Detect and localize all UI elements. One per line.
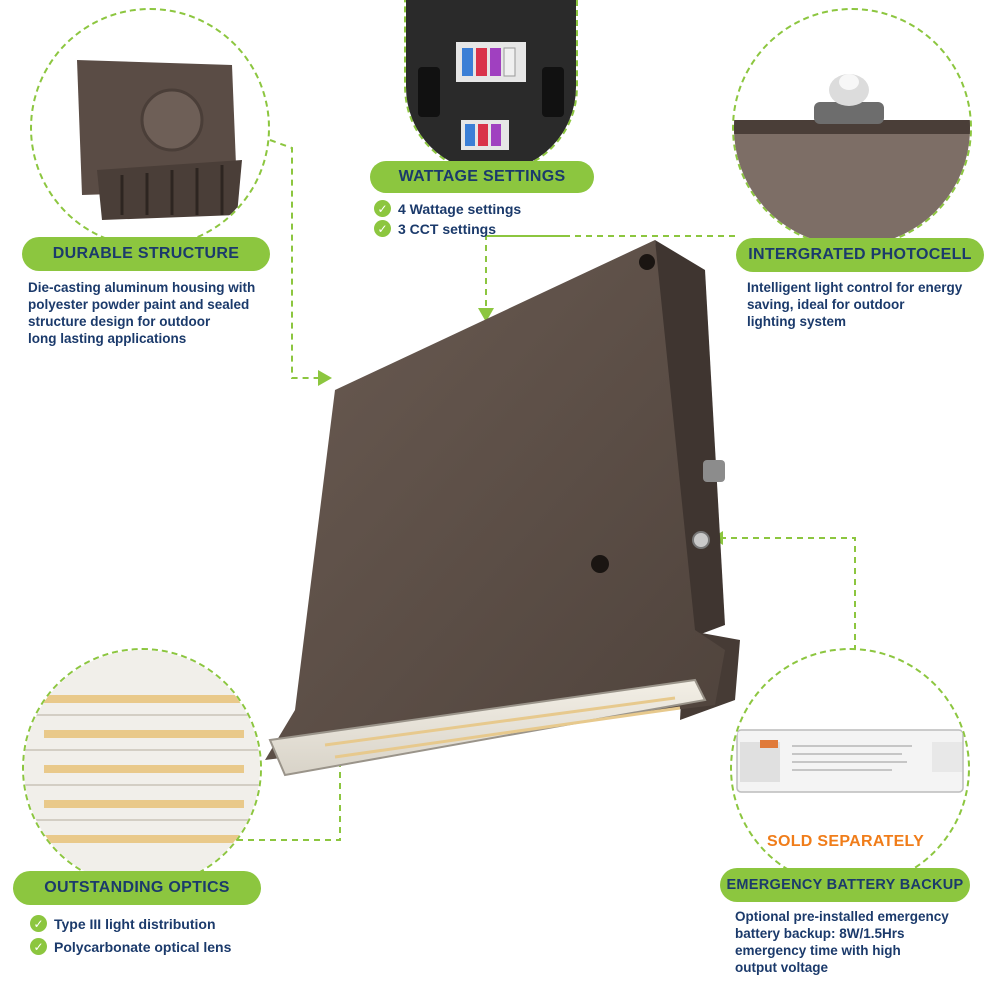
sold-separately-badge: SOLD SEPARATELY	[767, 833, 925, 850]
arrow-icon	[478, 308, 494, 322]
battery-description: Optional pre-installed emergency battery…	[735, 909, 949, 975]
wattage-item: ✓ 4 Wattage settings	[374, 200, 521, 217]
wattage-item: ✓ 3 CCT settings	[374, 220, 496, 237]
wall-pack-housing-image	[265, 240, 740, 777]
battery-title: EMERGENCY BATTERY BACKUP	[720, 868, 970, 902]
check-icon: ✓	[374, 220, 391, 237]
arrow-icon	[318, 370, 332, 386]
check-icon: ✓	[30, 915, 47, 932]
wattage-settings-image	[404, 0, 578, 174]
check-icon: ✓	[30, 938, 47, 955]
optics-item: ✓ Polycarbonate optical lens	[30, 938, 231, 955]
connector-battery	[720, 537, 856, 668]
check-icon: ✓	[374, 200, 391, 217]
durable-structure-title: DURABLE STRUCTURE	[22, 237, 270, 271]
connector-wattage	[485, 235, 565, 308]
photocell-image	[732, 8, 972, 248]
photocell-description: Intelligent light control for energy sav…	[747, 280, 963, 329]
durable-structure-image	[30, 8, 270, 248]
optics-title: OUTSTANDING OPTICS	[13, 871, 261, 905]
optics-image	[22, 648, 262, 888]
wattage-settings-title: WATTAGE SETTINGS	[370, 161, 594, 193]
optics-item: ✓ Type III light distribution	[30, 915, 216, 932]
battery-image	[730, 648, 970, 888]
connector-durable	[269, 139, 318, 379]
connector-optics	[230, 750, 341, 841]
photocell-title: INTERGRATED PHOTOCELL	[736, 238, 984, 272]
durable-structure-description: Die-casting aluminum housing with polyes…	[28, 280, 256, 346]
